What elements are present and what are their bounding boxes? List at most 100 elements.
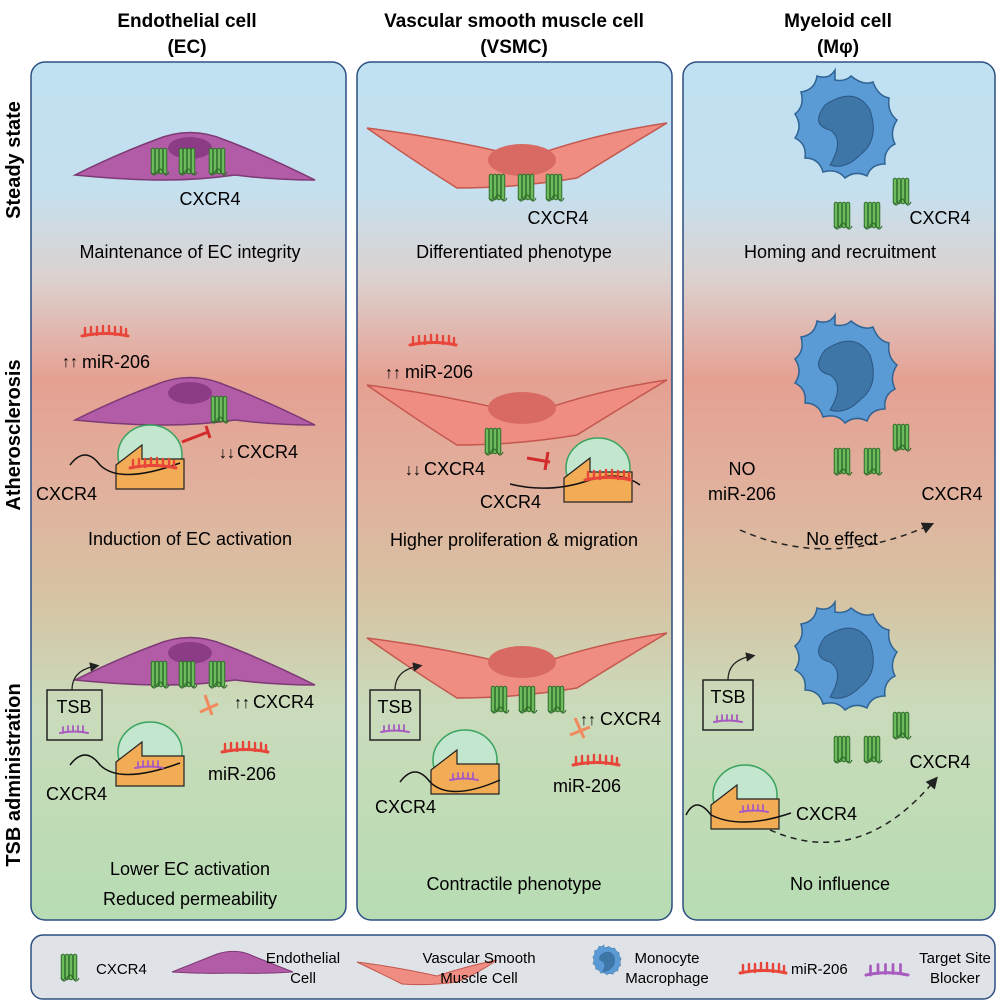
cxcr4-receptor-icon bbox=[61, 956, 79, 981]
cxcr4-receptor-icon bbox=[209, 663, 227, 688]
cxcr4-receptor-icon bbox=[834, 204, 852, 229]
myeloid-athero-no-label: NO bbox=[729, 459, 756, 479]
mrna-strand-icon bbox=[685, 804, 792, 823]
vsmc-tsb-receptor-label: CXCR4 bbox=[600, 709, 661, 729]
legend-ec-label-2: Cell bbox=[290, 970, 316, 987]
down-arrows-icon: ↓↓ bbox=[219, 445, 235, 462]
ec-tsb-caption-1: Lower EC activation bbox=[110, 859, 270, 879]
row-label-steady: Steady state bbox=[3, 101, 25, 219]
legend-cxcr4-label: CXCR4 bbox=[96, 961, 147, 978]
ec-athero-caption: Induction of EC activation bbox=[88, 529, 292, 549]
myeloid-tsb-caption: No influence bbox=[790, 874, 890, 894]
cxcr4-receptor-icon bbox=[491, 688, 509, 713]
legend-ec-icon bbox=[171, 950, 294, 974]
up-arrows-icon: ↑↑ bbox=[580, 712, 596, 729]
cxcr4-receptor-icon bbox=[834, 738, 852, 763]
legend-tsb-label-1: Target Site bbox=[919, 950, 991, 967]
row-label-tsb: TSB administration bbox=[3, 683, 25, 866]
ec-steady-receptor-label: CXCR4 bbox=[179, 189, 240, 209]
inhibition-icon bbox=[569, 717, 591, 739]
myeloid-tsb-box-label: TSB bbox=[710, 687, 745, 707]
cxcr4-receptor-icon bbox=[864, 450, 882, 475]
vsmc-tsb-caption: Contractile phenotype bbox=[426, 874, 601, 894]
myeloid-steady-receptor-label: CXCR4 bbox=[909, 208, 970, 228]
myeloid-tsb-mrna-label: CXCR4 bbox=[796, 804, 857, 824]
legend-mir-label: miR-206 bbox=[791, 961, 848, 978]
vsmc-tsb-cell bbox=[366, 632, 668, 699]
ec-athero-mir-label: miR-206 bbox=[82, 352, 150, 372]
legend-vsmc-label-2: Muscle Cell bbox=[440, 970, 518, 987]
legend-mono-label-1: Monocyte bbox=[634, 950, 699, 967]
up-arrows-icon: ↑↑ bbox=[62, 354, 78, 371]
ec-steady-caption: Maintenance of EC integrity bbox=[79, 242, 300, 262]
cxcr4-receptor-icon bbox=[151, 150, 169, 175]
vsmc-athero-receptor-label: CXCR4 bbox=[424, 459, 485, 479]
ec-tsb-caption-2: Reduced permeability bbox=[103, 889, 277, 909]
vsmc-tsb-box-label: TSB bbox=[377, 697, 412, 717]
legend-panel bbox=[30, 934, 996, 1000]
up-arrows-icon: ↑↑ bbox=[385, 365, 401, 382]
myeloid-steady-caption: Homing and recruitment bbox=[744, 242, 936, 262]
column-title-vsmc: Vascular smooth muscle cell bbox=[384, 11, 644, 32]
legend-ec-label-1: Endothelial bbox=[266, 950, 340, 967]
column-abbr-ec: (EC) bbox=[167, 37, 206, 58]
cxcr4-receptor-icon bbox=[864, 204, 882, 229]
cxcr4-receptor-icon bbox=[211, 398, 229, 423]
mrna-strand-icon bbox=[69, 454, 181, 476]
ribosome-icon bbox=[563, 437, 633, 503]
arrow-icon bbox=[727, 652, 756, 681]
legend-mono-label-2: Macrophage bbox=[625, 970, 708, 987]
cxcr4-receptor-icon bbox=[834, 450, 852, 475]
dashed-arrow-icon bbox=[769, 776, 938, 843]
ec-athero-mrna-label: CXCR4 bbox=[36, 484, 97, 504]
row-label-athero: Atherosclerosis bbox=[3, 359, 25, 510]
cxcr4-receptor-icon bbox=[546, 176, 564, 201]
ribosome-icon bbox=[115, 721, 185, 787]
inhibition-icon bbox=[526, 451, 551, 471]
vsmc-steady-receptor-label: CXCR4 bbox=[527, 208, 588, 228]
cxcr4-receptor-icon bbox=[489, 176, 507, 201]
panel-vsmc bbox=[356, 61, 673, 921]
panel-ec bbox=[30, 61, 347, 921]
vsmc-athero-mir-label: miR-206 bbox=[405, 362, 473, 382]
cxcr4-receptor-icon bbox=[485, 430, 503, 455]
vsmc-steady-cell bbox=[366, 122, 668, 189]
mrna-strand-icon bbox=[69, 754, 181, 776]
arrow-icon bbox=[394, 662, 423, 691]
cxcr4-receptor-icon bbox=[151, 663, 169, 688]
vsmc-athero-mrna-label: CXCR4 bbox=[480, 492, 541, 512]
myeloid-athero-mir-label: miR-206 bbox=[708, 484, 776, 504]
cxcr4-receptor-icon bbox=[519, 688, 537, 713]
cxcr4-receptor-icon bbox=[864, 738, 882, 763]
cxcr4-receptor-icon bbox=[893, 714, 911, 739]
vsmc-athero-caption: Higher proliferation & migration bbox=[390, 530, 638, 550]
cxcr4-receptor-icon bbox=[548, 688, 566, 713]
vsmc-tsb-mir-label: miR-206 bbox=[553, 776, 621, 796]
down-arrows-icon: ↓↓ bbox=[405, 462, 421, 479]
arrow-icon bbox=[71, 662, 100, 691]
ec-tsb-box-label: TSB bbox=[56, 697, 91, 717]
inhibition-icon bbox=[199, 694, 219, 716]
ec-tsb-mir-label: miR-206 bbox=[208, 764, 276, 784]
vsmc-athero-cell bbox=[366, 379, 668, 446]
myeloid-athero-receptor-label: CXCR4 bbox=[921, 484, 982, 504]
column-title-myeloid: Myeloid cell bbox=[784, 11, 892, 32]
up-arrows-icon: ↑↑ bbox=[234, 695, 250, 712]
ec-tsb-mrna-label: CXCR4 bbox=[46, 784, 107, 804]
tsb-box bbox=[46, 689, 103, 741]
legend-vsmc-icon bbox=[356, 959, 498, 986]
panel-myeloid bbox=[682, 61, 996, 921]
column-title-ec: Endothelial cell bbox=[117, 11, 256, 32]
cxcr4-receptor-icon bbox=[179, 663, 197, 688]
cxcr4-receptor-icon bbox=[209, 150, 227, 175]
cxcr4-receptor-icon bbox=[179, 150, 197, 175]
myeloid-athero-effect: No effect bbox=[806, 529, 878, 549]
ec-tsb-receptor-label: CXCR4 bbox=[253, 692, 314, 712]
myeloid-tsb-receptor-label: CXCR4 bbox=[909, 752, 970, 772]
legend-tsb-label-2: Blocker bbox=[930, 970, 980, 987]
dashed-arrow-icon bbox=[739, 522, 935, 550]
cxcr4-receptor-icon bbox=[518, 176, 536, 201]
ec-athero-receptor-label: CXCR4 bbox=[237, 442, 298, 462]
mrna-strand-icon bbox=[399, 771, 501, 793]
